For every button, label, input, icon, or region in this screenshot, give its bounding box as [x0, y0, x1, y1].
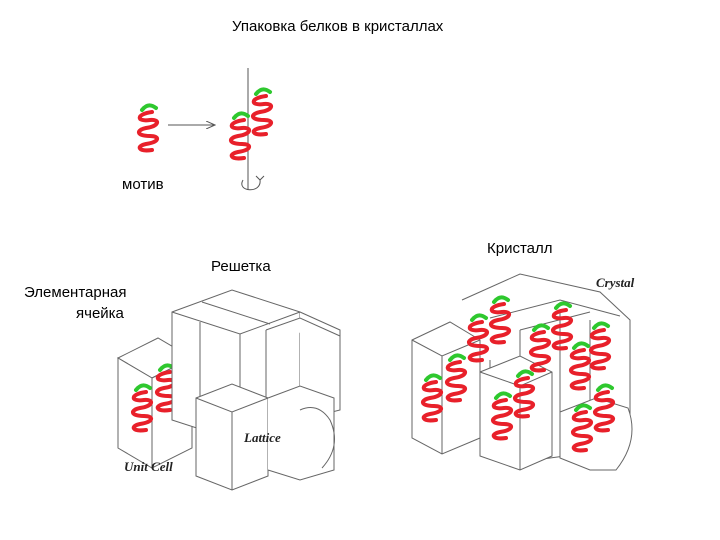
page-title: Упаковка белков в кристаллах [232, 18, 444, 35]
motif-figure [136, 68, 274, 191]
unit-cell-label-line2: ячейка [76, 305, 124, 322]
crystal-figure [411, 273, 633, 471]
motif-helix-right-icon [250, 87, 274, 137]
lattice-label: Решетка [211, 258, 271, 275]
single-helix-icon [136, 103, 160, 153]
rotation-arrow-icon [241, 175, 265, 191]
unit-cell-figure-label: Unit Cell [124, 459, 173, 474]
lattice-figure [171, 289, 341, 491]
lattice-figure-label: Lattice [244, 430, 281, 445]
crystal-label: Кристалл [487, 240, 553, 257]
motif-label: мотив [122, 176, 164, 193]
motif-helix-left-icon [228, 111, 252, 161]
crystal-figure-label: Crystal [596, 275, 635, 290]
unit-cell-label-line1: Элементарная [24, 284, 127, 301]
